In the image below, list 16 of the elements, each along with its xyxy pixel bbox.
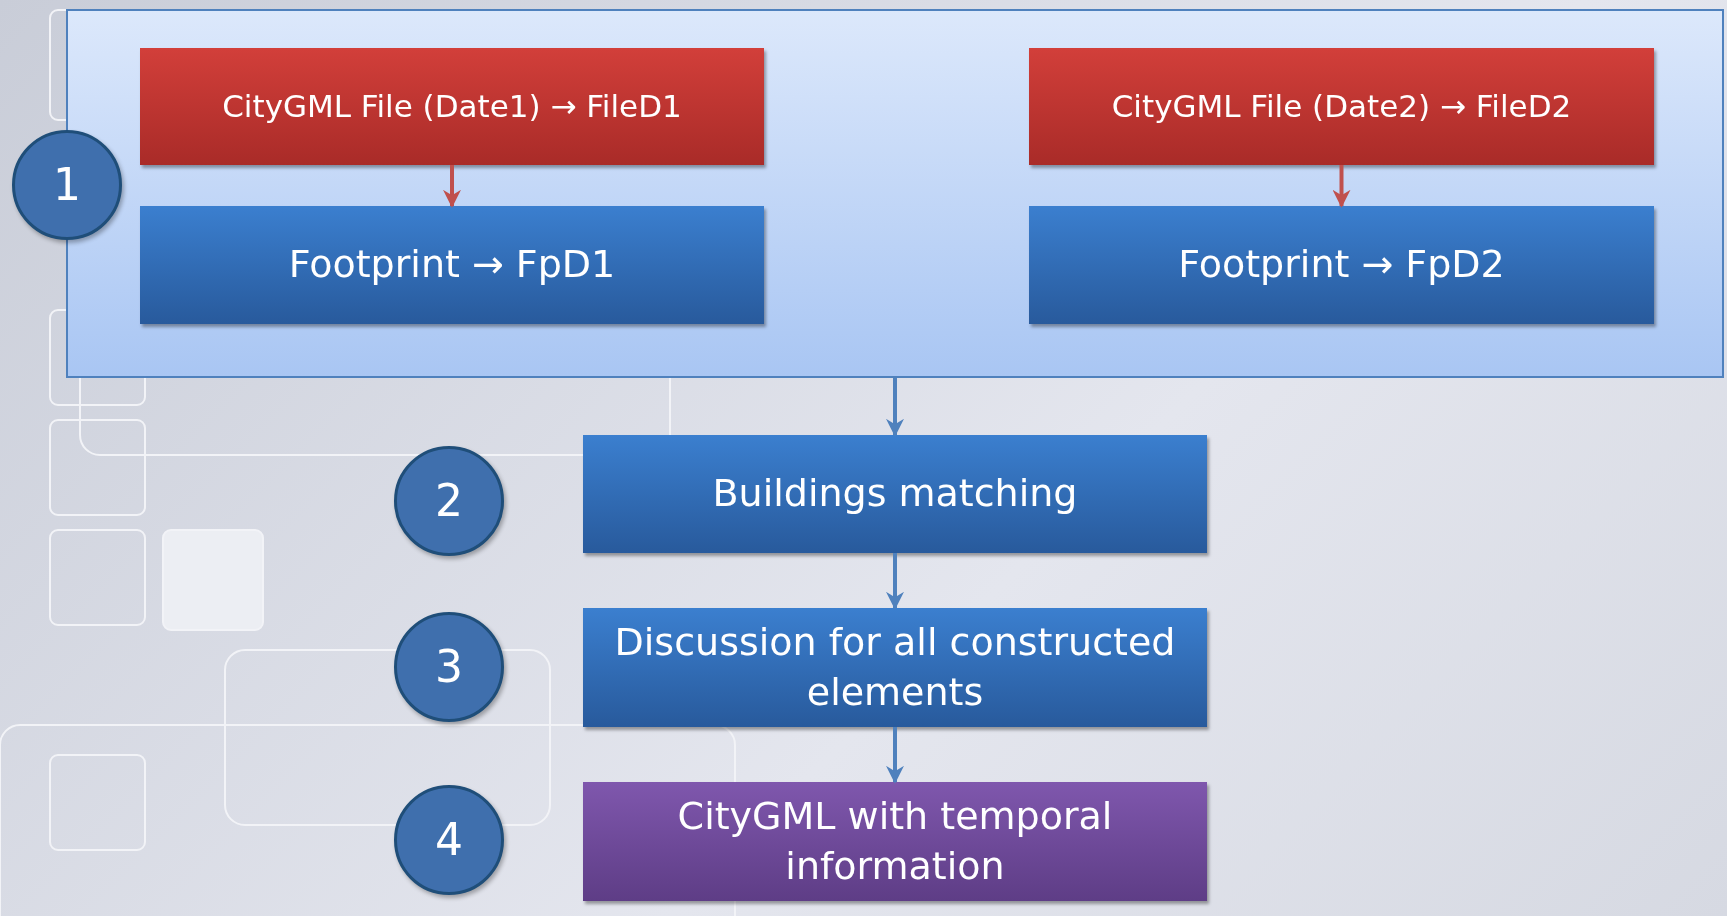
arrow <box>886 553 904 610</box>
step-number-circle: 2 <box>394 446 504 556</box>
process-box: Footprint → FpD2 <box>1029 206 1654 324</box>
arrow <box>443 165 461 208</box>
output-box: CityGML with temporal information <box>583 782 1207 901</box>
arrow <box>886 727 904 784</box>
process-box: Footprint → FpD1 <box>140 206 764 324</box>
arrow <box>886 378 904 437</box>
arrow <box>1332 165 1351 208</box>
input-file-box: CityGML File (Date2) → FileD2 <box>1029 48 1654 165</box>
step-number-circle: 4 <box>394 785 504 895</box>
input-file-box: CityGML File (Date1) → FileD1 <box>140 48 764 165</box>
process-box: Buildings matching <box>583 435 1207 553</box>
step-number-circle: 1 <box>12 130 122 240</box>
process-box: Discussion for all constructed elements <box>583 608 1207 727</box>
step-number-circle: 3 <box>394 612 504 722</box>
